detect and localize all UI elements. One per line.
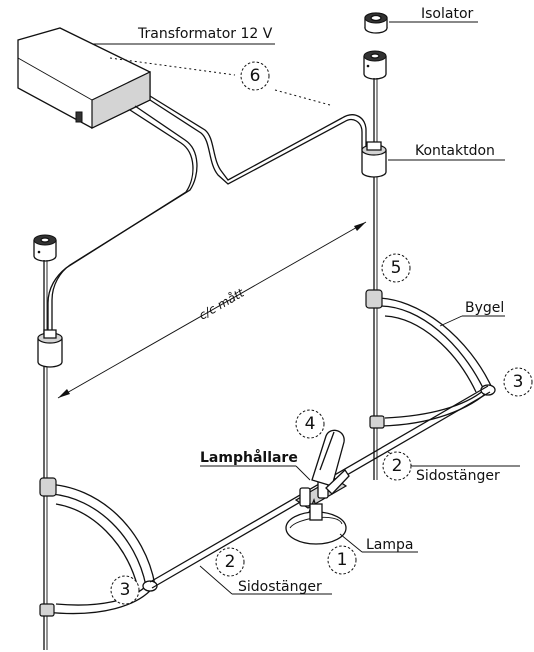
callout-3-left: 3 bbox=[110, 575, 140, 605]
callout-1: 1 bbox=[327, 545, 357, 575]
svg-text:2: 2 bbox=[225, 552, 236, 572]
svg-text:3: 3 bbox=[513, 372, 524, 392]
cc-dimension bbox=[57, 221, 367, 399]
dimension-label: c/c mått bbox=[197, 285, 248, 323]
transformer bbox=[17, 27, 151, 129]
svg-text:3: 3 bbox=[120, 580, 131, 600]
side-rods-right-label: Sidostänger bbox=[416, 468, 500, 484]
right-wire-top-fitting bbox=[363, 50, 387, 80]
svg-text:6: 6 bbox=[250, 66, 261, 86]
callout-2-left: 2 bbox=[215, 547, 245, 577]
connector bbox=[361, 141, 387, 178]
left-wire-top-fitting bbox=[33, 234, 57, 262]
callout-4: 4 bbox=[295, 409, 325, 439]
low-voltage-cables bbox=[47, 95, 367, 330]
transformer-label: Transformator 12 V bbox=[137, 26, 273, 42]
isolator bbox=[364, 12, 388, 34]
side-rods-left-label: Sidostänger bbox=[238, 579, 322, 595]
lamp-holder bbox=[294, 429, 350, 509]
lamp-holder-label: Lamphållare bbox=[200, 449, 298, 466]
svg-text:1: 1 bbox=[337, 550, 348, 570]
lamp-label: Lampa bbox=[366, 537, 413, 553]
bracket-label: Bygel bbox=[465, 300, 504, 316]
callout-2-right: 2 bbox=[382, 451, 412, 481]
lamp bbox=[285, 498, 347, 545]
callout-5: 5 bbox=[381, 253, 411, 283]
left-connector bbox=[37, 329, 63, 368]
svg-text:2: 2 bbox=[392, 456, 403, 476]
callout-3-right: 3 bbox=[503, 367, 533, 397]
right-bracket bbox=[365, 289, 496, 429]
svg-text:4: 4 bbox=[305, 414, 316, 434]
dotted-cable-line bbox=[109, 57, 236, 76]
connector-label: Kontaktdon bbox=[415, 143, 495, 159]
callout-6: 6 bbox=[240, 61, 270, 91]
isolator-label: Isolator bbox=[421, 6, 474, 22]
left-bracket bbox=[39, 477, 158, 617]
svg-text:5: 5 bbox=[391, 258, 402, 278]
